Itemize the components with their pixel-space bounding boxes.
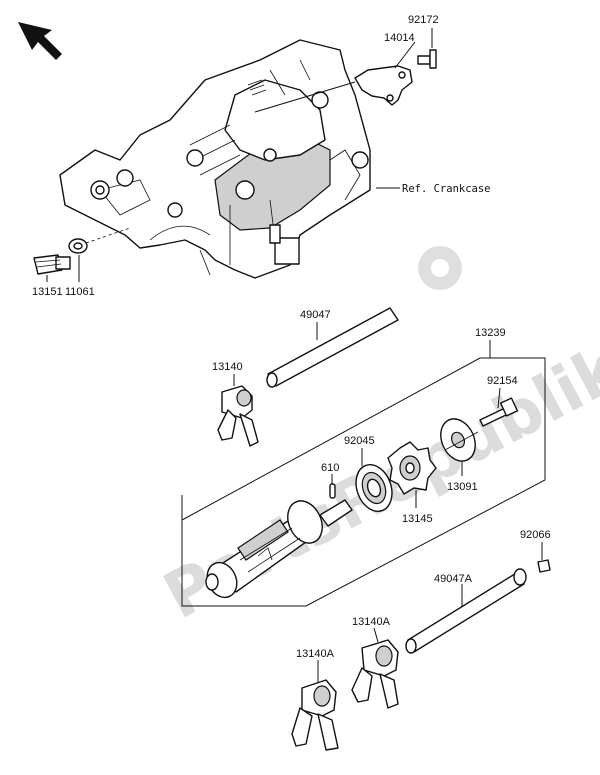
leader-14014-bracket [254, 81, 356, 113]
part-92045-bearing [355, 464, 393, 512]
label-13151: 13151 [32, 286, 63, 298]
label-11061: 11061 [65, 286, 95, 298]
gear-icon [418, 246, 462, 290]
part-13091-plate [440, 418, 479, 462]
crankcase-illustration [59, 39, 371, 279]
label-92172: 92172 [408, 14, 439, 26]
axis-11061 [85, 227, 131, 244]
label-13145: 13145 [402, 513, 433, 525]
front-direction-arrow-icon [18, 22, 62, 60]
label-92066: 92066 [520, 529, 551, 541]
label-92154: 92154 [487, 375, 518, 387]
label-13140: 13140 [212, 361, 243, 373]
part-14014-bracket [354, 65, 413, 106]
label-49047: 49047 [300, 309, 331, 321]
label-49047A: 49047A [434, 573, 473, 585]
part-92066-cap [537, 559, 551, 573]
part-49047-shaft [266, 307, 399, 388]
leader-13140A-right [373, 627, 379, 643]
label-92045: 92045 [344, 435, 375, 447]
part-92154-bolt [479, 397, 519, 427]
part-shift-drum [205, 499, 353, 599]
part-49047A-shaft [405, 568, 527, 654]
label-13140A-right: 13140A [352, 616, 391, 628]
label-13140A-left: 13140A [296, 648, 335, 660]
assembly-bracket-13239 [181, 357, 546, 607]
leader-14014 [394, 41, 416, 69]
part-13140A-fork-left [291, 679, 339, 751]
label-14014: 14014 [384, 32, 415, 44]
label-13239: 13239 [475, 327, 506, 339]
part-11061-washer [68, 238, 88, 254]
part-13145-star-cam [387, 441, 437, 495]
part-13140A-fork-right [351, 639, 399, 709]
label-610: 610 [321, 462, 339, 474]
label-ref-crankcase: Ref. Crankcase [402, 183, 491, 195]
label-13091: 13091 [447, 481, 478, 493]
part-92172-bolt [417, 49, 437, 69]
part-610-pin [329, 483, 336, 499]
part-13151-switch [33, 254, 71, 275]
part-13140-fork [217, 385, 259, 447]
leader-92154 [497, 387, 501, 409]
